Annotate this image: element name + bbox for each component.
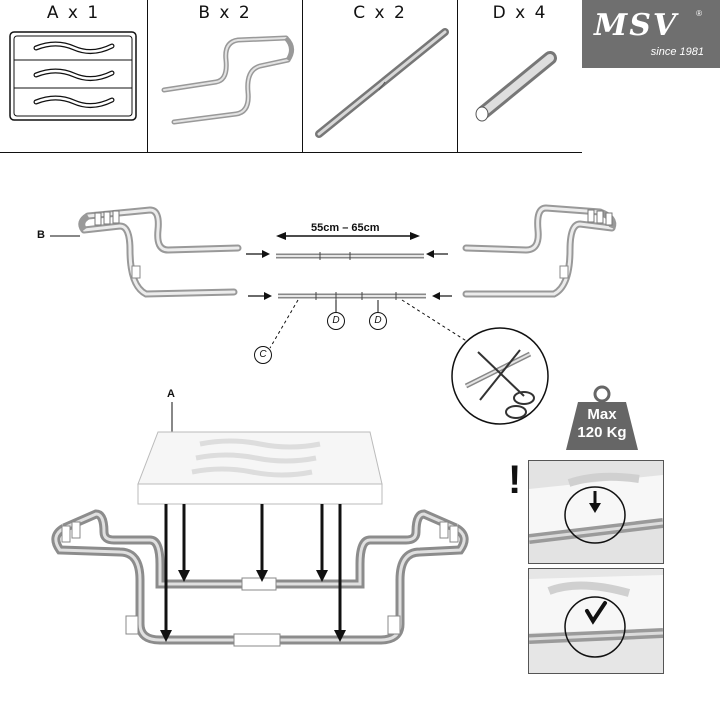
assembled-frame: [51, 509, 469, 647]
upper-tube: [276, 252, 424, 260]
max-weight-value: 120 Kg: [577, 424, 627, 441]
brand-tagline: since 1981: [650, 46, 704, 58]
part-cell-b: B x 2: [148, 0, 303, 152]
assembly-step-2-diagram: [51, 402, 469, 647]
weight-icon: [566, 385, 638, 450]
connector-tube-icon: [475, 51, 557, 122]
left-frame: [78, 206, 242, 298]
parts-list-header: [0, 0, 582, 153]
right-frame: [462, 204, 617, 298]
detail-panel-correct: [528, 568, 664, 674]
bent-frame-icon: [161, 35, 294, 125]
warning-mark: !: [508, 458, 522, 502]
callout-a: A: [167, 388, 175, 400]
part-a-label: A x 1: [46, 3, 101, 23]
placement-arrows: [160, 504, 346, 642]
incorrect-fit-illustration: [529, 461, 663, 563]
brand-name: MSV: [594, 8, 679, 43]
part-cell-d: D x 4: [458, 0, 582, 152]
detail-panel-incorrect: [528, 460, 664, 564]
max-label: Max: [587, 406, 617, 423]
seat-top-icon: [9, 31, 137, 121]
callout-b: B: [37, 229, 45, 241]
length-range-label: 55cm – 65cm: [311, 222, 380, 234]
cut-tube-detail: [451, 327, 549, 425]
assembly-step-1-diagram: [50, 204, 617, 425]
correct-fit-illustration: [529, 569, 663, 673]
part-cell-a: A x 1: [0, 0, 148, 152]
long-tube-icon: [315, 28, 449, 138]
part-b-label: B x 2: [198, 3, 252, 23]
brand-logo: MSV ® since 1981: [582, 0, 720, 68]
registered-mark: ®: [696, 9, 702, 18]
part-c-label: C x 2: [353, 3, 407, 23]
callout-d-second: D: [369, 312, 387, 330]
part-cell-c: C x 2: [303, 0, 458, 152]
part-d-label: D x 4: [492, 3, 548, 23]
callout-d-first: D: [327, 312, 345, 330]
lower-tube-with-connectors: [278, 292, 426, 300]
seat-a: [137, 431, 383, 505]
callout-c: C: [254, 346, 272, 364]
